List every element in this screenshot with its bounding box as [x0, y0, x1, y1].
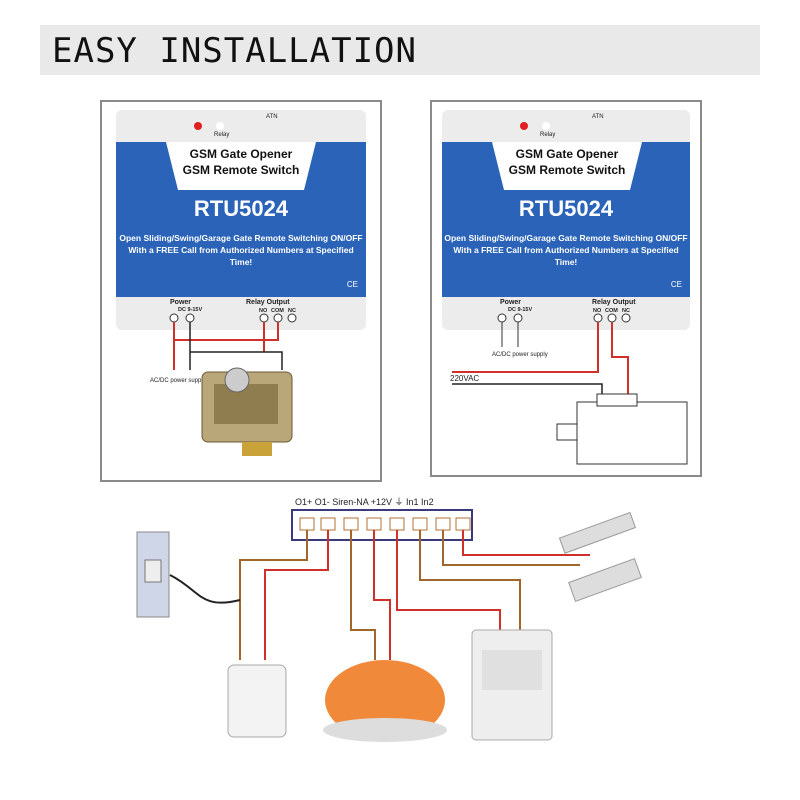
mains-label: 220VAC	[450, 374, 480, 383]
wall-outlet	[136, 531, 170, 618]
power-socket	[227, 664, 287, 738]
power-label: Power	[500, 299, 522, 306]
device-title-1: GSM Gate Opener	[189, 147, 293, 161]
power-label: Power	[170, 299, 192, 306]
relay-led	[542, 122, 550, 130]
relay-output-label: Relay Output	[246, 299, 290, 306]
device-label-band: GSM Gate Opener GSM Remote Switch RTU502…	[442, 142, 690, 297]
terminal-nc-label: NC	[622, 308, 630, 314]
terminals	[299, 517, 471, 531]
ce-mark: CE	[346, 280, 358, 289]
pir-sensor	[471, 629, 553, 741]
device-rtu5024: Relay ATN GSM Gate Opener GSM Remote Swi…	[442, 110, 690, 330]
device-title-1: GSM Gate Opener	[515, 147, 619, 161]
atn-label: ATN	[266, 114, 278, 120]
motor	[556, 393, 688, 465]
terminal-no-label: NO	[259, 308, 268, 314]
motor-wiring	[452, 313, 688, 465]
device-label-band: GSM Gate Opener GSM Remote Switch RTU502…	[116, 142, 366, 297]
terminal-no-label: NO	[593, 308, 602, 314]
device-desc-1: Open Sliding/Swing/Garage Gate Remote Sw…	[444, 233, 688, 243]
signal-led	[194, 122, 202, 130]
terminal-block	[291, 509, 473, 541]
terminal-nc-label: NC	[288, 308, 296, 314]
power-sub-label: DC 9-15V	[178, 307, 203, 313]
device-model: RTU5024	[193, 196, 289, 221]
terminal-labels: O1+ O1- Siren-NA +12V ⏚ In1 In2	[295, 497, 434, 507]
relay-led-label: Relay	[214, 132, 230, 138]
header-bar: EASY INSTALLATION	[40, 25, 760, 75]
device-title-2: GSM Remote Switch	[508, 163, 626, 177]
terminal-com-label: COM	[271, 308, 284, 314]
wires	[169, 530, 590, 660]
ce-mark: CE	[670, 280, 682, 289]
door-sensor	[558, 511, 642, 603]
device-title-2: GSM Remote Switch	[182, 163, 300, 177]
relay-led	[216, 122, 224, 130]
device-desc-2: With a FREE Call from Authorized Numbers…	[453, 245, 679, 267]
motor-wiring-panel: Relay ATN GSM Gate Opener GSM Remote Swi…	[430, 100, 702, 477]
terminal-com-label: COM	[605, 308, 618, 314]
device-desc-1: Open Sliding/Swing/Garage Gate Remote Sw…	[119, 233, 363, 243]
relay-led-label: Relay	[540, 132, 556, 138]
siren	[323, 660, 447, 742]
signal-led	[520, 122, 528, 130]
atn-label: ATN	[592, 114, 604, 120]
device-model: RTU5024	[518, 196, 614, 221]
supply-label: AC/DC power supply	[150, 378, 206, 384]
supply-label: AC/DC power supply	[492, 352, 548, 358]
device-desc-2: With a FREE Call from Authorized Numbers…	[128, 245, 354, 267]
relay-output-label: Relay Output	[592, 299, 636, 306]
electric-lock	[201, 367, 293, 456]
device-rtu5024: Relay ATN GSM Gate Opener GSM Remote Swi…	[116, 110, 366, 330]
lock-wiring-panel: Relay ATN GSM Gate Opener GSM Remote Swi…	[100, 100, 382, 482]
page-title: EASY INSTALLATION	[52, 31, 417, 71]
power-sub-label: DC 9-15V	[508, 307, 533, 313]
lock-wiring	[169, 313, 297, 456]
